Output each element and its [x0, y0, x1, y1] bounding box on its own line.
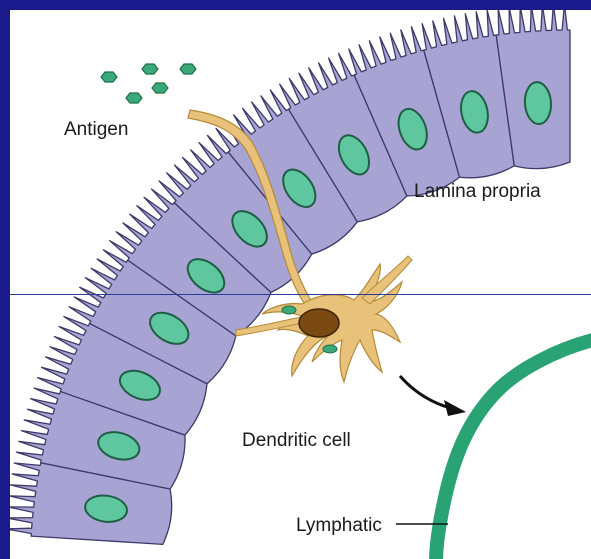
- lymphatic-label: Lymphatic: [296, 516, 382, 535]
- lymphatic-vessel: [436, 340, 591, 559]
- dendritic-cell-label: Dendritic cell: [242, 431, 351, 450]
- captured-antigen-1: [282, 306, 296, 314]
- diagram-panel: Antigen Lamina propria Dendritic cell Ly…: [10, 10, 591, 559]
- antigen-particle: [126, 93, 142, 103]
- captured-antigen-2: [323, 345, 337, 353]
- antigen-label: Antigen: [64, 120, 128, 139]
- antigen-particle: [152, 83, 168, 93]
- epithelium-layer: [10, 10, 570, 544]
- curved-arrow-icon: [400, 376, 466, 416]
- dendritic-cell-nucleus: [299, 309, 339, 337]
- slide-divider-line: [10, 294, 591, 295]
- diagram-canvas: [10, 10, 591, 559]
- antigen-particle: [101, 72, 117, 82]
- antigen-particle: [142, 64, 158, 74]
- antigen-group: [101, 64, 196, 103]
- lamina-propria-label: Lamina propria: [414, 182, 541, 201]
- antigen-particle: [180, 64, 196, 74]
